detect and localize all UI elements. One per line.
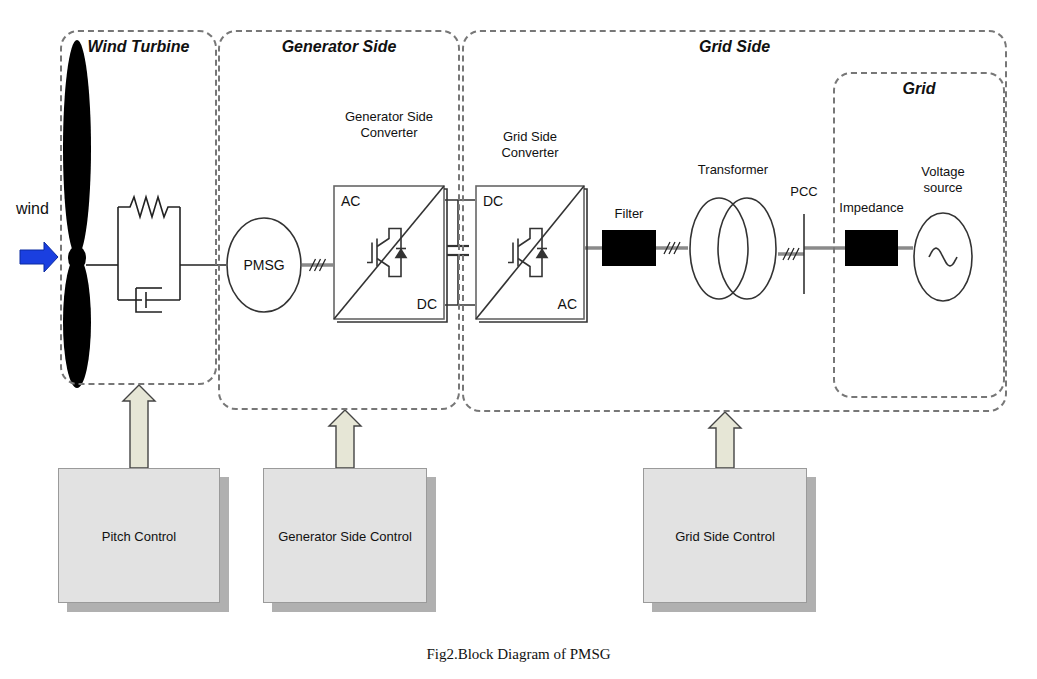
shaft xyxy=(117,207,119,300)
node-label: Generator Side Converter xyxy=(333,109,445,141)
three-phase-tick xyxy=(674,242,680,254)
pcc-bar: PCC xyxy=(800,214,808,294)
voltage-source: Voltage source xyxy=(913,212,973,302)
node-label: PCC xyxy=(779,184,829,200)
port-label: AC xyxy=(558,296,577,312)
diode-symbol xyxy=(537,250,547,258)
grid-side-region: Grid Side ConverterDC AC Filter Transformer… xyxy=(462,30,1007,412)
control-arrow xyxy=(709,412,741,468)
damper-symbol xyxy=(146,299,180,301)
node-label: Impedance xyxy=(827,200,917,216)
filter-box: Filter xyxy=(602,230,656,266)
node-label: Filter xyxy=(589,206,669,222)
node-label: Grid Side Control xyxy=(644,528,806,543)
igbt-symbol xyxy=(377,229,401,277)
three-phase-tick xyxy=(788,248,794,260)
three-phase-tick xyxy=(669,242,675,254)
wind-arrow-shape xyxy=(20,242,58,272)
shaft xyxy=(179,207,181,300)
converter-outline xyxy=(334,186,444,319)
igbt-symbol xyxy=(517,239,519,267)
pcc-bar-outline xyxy=(800,214,808,294)
node-label: Wind Turbine xyxy=(62,38,215,56)
node-label: Generator Side Control xyxy=(264,528,426,543)
pcc-line xyxy=(803,214,805,294)
three-phase-tick xyxy=(315,259,321,271)
control-box: Grid Side Control xyxy=(643,468,807,603)
three-phase-tick xyxy=(783,248,789,260)
three-phase-tick xyxy=(664,242,670,254)
generator-outline xyxy=(227,218,301,312)
sine-symbol xyxy=(929,248,957,266)
three-phase-tick xyxy=(310,259,316,271)
node-label: Generator Side xyxy=(220,38,458,56)
node-label: Grid xyxy=(835,80,1003,98)
blade xyxy=(63,40,91,256)
three-phase-tick xyxy=(320,259,326,271)
impedance-box: Impedance xyxy=(845,230,898,266)
power-line xyxy=(445,200,475,305)
voltage-source-outline xyxy=(913,212,973,302)
diode-symbol xyxy=(396,248,406,250)
power-line xyxy=(898,246,913,250)
generator-side-region: PMSG Generator Side ConverterAC DC Generato… xyxy=(218,30,460,410)
wind-turbine-region: Wind Turbine xyxy=(60,30,217,385)
control-arrow xyxy=(329,410,361,468)
converter-outline xyxy=(476,186,584,319)
wind-label: wind xyxy=(16,200,49,218)
igbt-symbol xyxy=(508,243,513,263)
transformer-symbol: Transformer xyxy=(688,196,778,301)
control-arrow xyxy=(123,385,155,468)
igbt-symbol xyxy=(367,243,372,263)
igbt-symbol xyxy=(518,229,542,277)
three-phase-tick xyxy=(793,248,799,260)
figure-caption: Fig2.Block Diagram of PMSG xyxy=(0,646,1037,663)
converter-box: Generator Side ConverterACDC xyxy=(333,185,445,320)
node-label: Pitch Control xyxy=(59,528,219,543)
hub xyxy=(68,246,86,270)
converter-shadow xyxy=(479,189,587,322)
port-label: DC xyxy=(483,193,503,209)
source-outline xyxy=(914,213,972,301)
transformer-symbol-outline xyxy=(688,196,778,301)
node-label: PMSG xyxy=(226,257,302,273)
node-label: Transformer xyxy=(683,162,783,178)
node-label: Voltage source xyxy=(908,164,978,196)
node-label: Grid Side Converter xyxy=(475,129,585,161)
damper-symbol xyxy=(136,287,162,289)
diode-symbol xyxy=(537,248,547,250)
converter-diagonal xyxy=(476,186,584,319)
converter-diagonal xyxy=(334,186,444,319)
rotor-blades xyxy=(63,40,91,388)
grid-region: Impedance Voltage source Grid xyxy=(833,72,1005,398)
port-label: DC xyxy=(417,296,437,312)
transformer-winding xyxy=(690,198,748,299)
shaft-spring-damper xyxy=(86,197,226,312)
generator-circle: PMSG xyxy=(226,217,302,313)
control-box: Generator Side Control xyxy=(263,468,427,603)
converter-shadow xyxy=(337,189,447,322)
damper-symbol xyxy=(118,299,142,301)
spring-symbol xyxy=(118,197,180,217)
igbt-symbol xyxy=(376,239,378,267)
capacitor-plate xyxy=(447,245,469,247)
control-box: Pitch Control xyxy=(58,468,220,603)
shaft xyxy=(86,264,118,266)
port-label: AC xyxy=(341,193,360,209)
wind-arrow xyxy=(20,242,58,272)
diode-symbol xyxy=(396,250,406,258)
power-line xyxy=(804,246,845,250)
converter-box: Grid Side ConverterDCAC xyxy=(475,185,585,320)
dc-link-capacitor xyxy=(447,200,469,305)
transformer-winding xyxy=(718,198,776,299)
node-label: Grid Side xyxy=(464,38,1005,56)
blade xyxy=(63,256,91,388)
